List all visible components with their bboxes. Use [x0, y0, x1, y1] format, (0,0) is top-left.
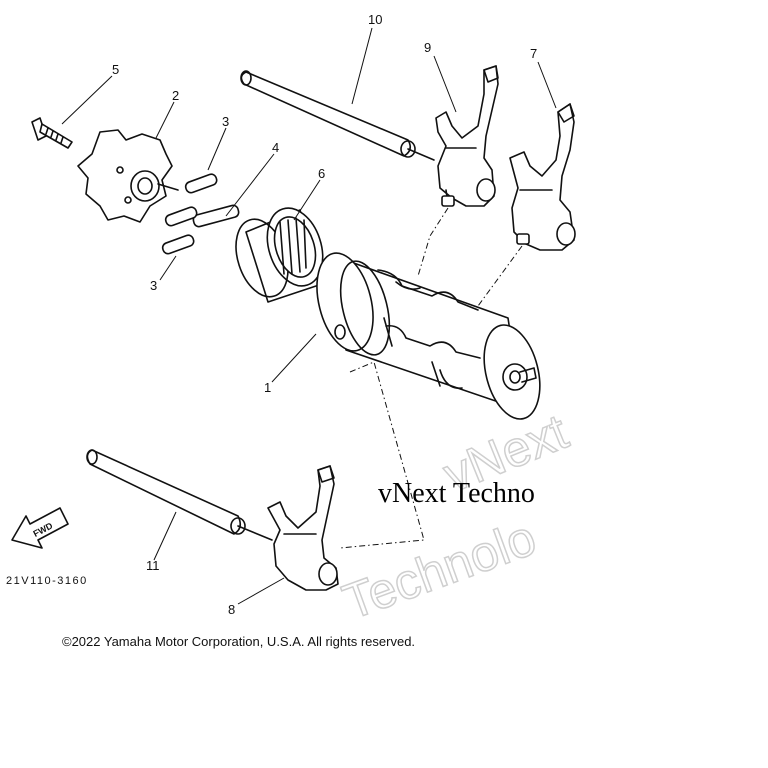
pin-upper — [184, 173, 218, 194]
callout-2: 2 — [172, 88, 179, 103]
callout-11: 11 — [146, 558, 160, 573]
callout-6: 6 — [318, 166, 325, 181]
fwd-arrow-icon: FWD — [11, 507, 69, 549]
callout-4: 4 — [272, 140, 279, 155]
part-code: 21V110-3160 — [6, 575, 88, 587]
alignment-line-8 — [339, 361, 425, 549]
pin-long — [192, 204, 240, 228]
callout-1: 1 — [264, 380, 271, 395]
callout-8: 8 — [228, 602, 235, 617]
shift-rod-lower — [86, 449, 273, 541]
callout-5: 5 — [112, 62, 119, 77]
pin-lower — [161, 234, 195, 255]
alignment-line-9 — [417, 207, 449, 277]
callout-3-lower: 3 — [150, 278, 157, 293]
callout-9: 9 — [424, 40, 431, 55]
leader-lines — [61, 27, 557, 605]
shift-fork-9 — [435, 65, 499, 207]
shift-drum — [316, 252, 541, 420]
shift-fork-7 — [509, 103, 576, 251]
screw — [31, 117, 73, 149]
watermark-line2: vNext Techno — [378, 478, 535, 509]
shift-rod-upper — [240, 70, 435, 161]
shift-fork-8 — [267, 465, 339, 591]
alignment-line-7 — [477, 245, 523, 307]
callout-7: 7 — [530, 46, 537, 61]
cam-segment — [77, 129, 179, 223]
pin-mid — [164, 206, 198, 227]
copyright-notice: ©2022 Yamaha Motor Corporation, U.S.A. A… — [62, 634, 416, 649]
watermark-line3: Technolo — [336, 509, 543, 630]
callout-3-upper: 3 — [222, 114, 229, 129]
watermark: vNext vNext Techno Technolo — [335, 402, 576, 631]
callout-10: 10 — [368, 12, 382, 27]
